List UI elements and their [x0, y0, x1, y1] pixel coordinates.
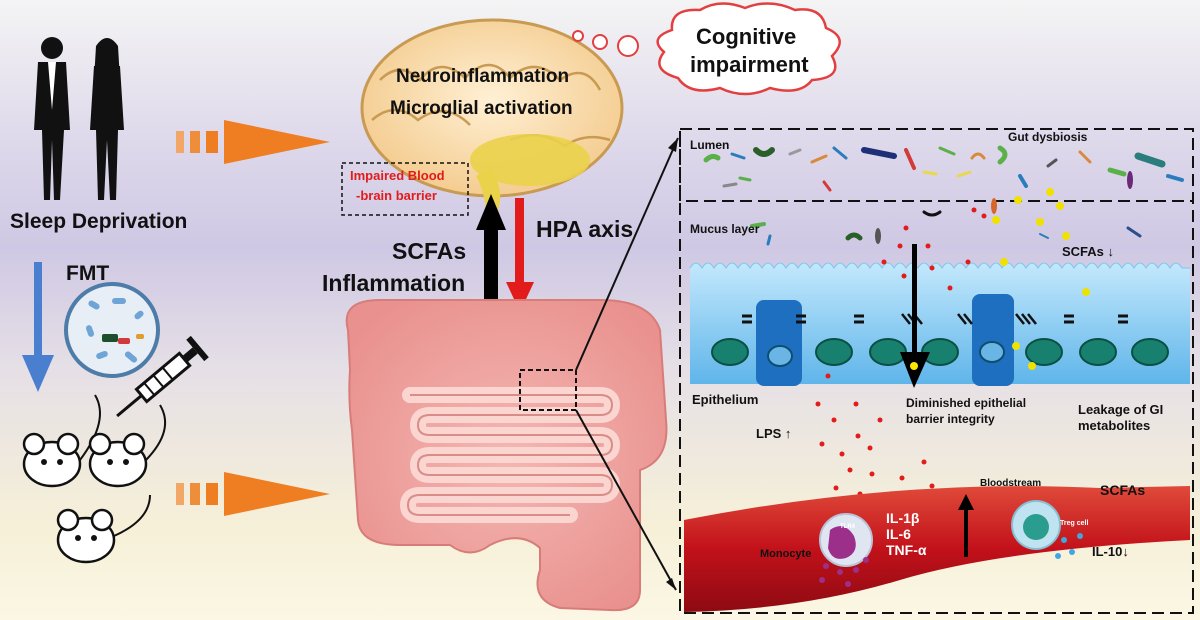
sleep-deprivation-label: Sleep Deprivation: [10, 210, 188, 233]
tnfa-label: TNF-α: [886, 542, 927, 558]
lumen-bacteria: [703, 145, 1184, 192]
cognitive-label-2: impairment: [690, 52, 809, 77]
mouse-icon-2: [88, 404, 167, 488]
inflammation-axis-label: Inflammation: [322, 270, 466, 296]
down-arrow-hpa: [506, 198, 534, 312]
brain-icon: [360, 18, 624, 210]
lumen-frame: [679, 128, 1194, 202]
mouse-icon-3: [56, 494, 151, 564]
epithelium-cells: [689, 262, 1190, 386]
il6-label: IL-6: [886, 526, 911, 542]
microglial-activation-label: Microglial activation: [390, 98, 573, 119]
man-silhouette-icon: [34, 37, 70, 200]
fmt-label: FMT: [66, 262, 110, 285]
petri-dish-icon: [64, 282, 160, 378]
thought-dot-1: [572, 30, 584, 42]
woman-silhouette-icon: [90, 38, 124, 200]
mucus-bacteria: [750, 198, 1142, 246]
treg-label: Treg cell: [1060, 520, 1089, 527]
bloodstream: [684, 486, 1190, 612]
scfas-down-text: SCFAs: [1062, 244, 1104, 259]
il1b-label: IL-1β: [886, 510, 920, 526]
lps-dots: [815, 207, 987, 509]
impaired-bbb-label-1: Impaired Blood: [350, 168, 445, 183]
zoom-line-bottom: [575, 409, 677, 591]
diminished-label-1: Diminished epithelial: [906, 396, 1027, 410]
bloodstream-label: Bloodstream: [980, 478, 1042, 489]
mouse-icon-1: [22, 394, 101, 488]
hpa-axis-label: HPA axis: [536, 216, 634, 242]
cognitive-label-1: Cognitive: [696, 24, 797, 49]
il10-label: IL-10↓: [1092, 544, 1129, 559]
orange-arrow-bottom: [176, 472, 330, 516]
cognitive-cloud-icon: [656, 2, 841, 96]
leakage-label-1: Leakage of GI: [1078, 402, 1164, 417]
lumen-label: Lumen: [690, 138, 730, 152]
scfa-dots: [992, 188, 1102, 502]
scfas-axis-label: SCFAs: [392, 238, 467, 264]
leakage-label-2: metabolites: [1078, 418, 1151, 433]
neuroinflammation-label: Neuroinflammation: [396, 66, 570, 87]
diminished-label-2: barrier integrity: [906, 412, 995, 426]
monocyte-label: Monocyte: [760, 548, 812, 560]
tlr4-label: TLR4: [840, 524, 855, 530]
thought-dot-2: [592, 34, 608, 50]
impaired-bbb-label-2: -brain barrier: [356, 188, 437, 203]
lps-text: LPS: [756, 426, 782, 441]
intestine-icon: [345, 299, 668, 612]
il10-text: IL-10: [1092, 544, 1123, 559]
up-arrow-scfas: [476, 194, 506, 310]
gut-zoom-box: [519, 369, 577, 411]
thought-dot-3: [617, 35, 639, 57]
orange-arrow-top: [176, 120, 330, 164]
lps-label: LPS ↑: [756, 426, 792, 441]
epithelium-label: Epithelium: [692, 392, 759, 407]
fmt-arrow: [22, 262, 54, 392]
mucus-layer-label: Mucus layer: [690, 222, 760, 236]
scfas-down-label: SCFAs ↓: [1062, 244, 1115, 259]
impaired-bbb-box: [341, 162, 469, 216]
syringe-icon: [116, 335, 209, 418]
scfas-blood-label: SCFAs: [1100, 482, 1146, 498]
zoom-line-top: [575, 137, 679, 371]
gut-dysbiosis-label: Gut dysbiosis: [1008, 130, 1088, 144]
leakage-arrow: [900, 244, 930, 388]
